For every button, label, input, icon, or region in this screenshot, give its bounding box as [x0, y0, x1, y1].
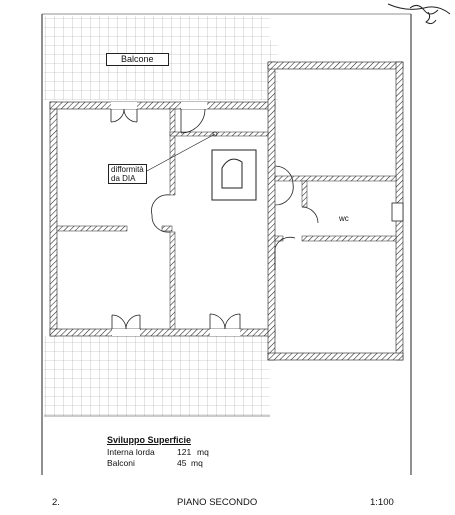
- surface-row-value: 121: [177, 447, 192, 457]
- balcony-label: Balcone: [106, 53, 169, 66]
- surface-row-name: Balconi: [107, 458, 135, 468]
- difformity-label: difformità da DIA: [108, 164, 147, 184]
- exterior-walls: [49, 61, 404, 361]
- signature-scribble: [387, 3, 451, 25]
- interior-walls: [56, 108, 397, 330]
- difformity-label-line2: da DIA: [111, 174, 136, 183]
- sheet-title: PIANO SECONDO: [177, 497, 258, 508]
- sheet-number: 2.: [52, 497, 60, 508]
- surface-row-unit: mq: [191, 458, 203, 468]
- sheet-scale: 1:100: [370, 497, 394, 508]
- balcony-bottom-area: [44, 336, 270, 416]
- surface-row-unit: mq: [197, 447, 209, 457]
- surface-row-name: Interna lorda: [107, 447, 155, 457]
- difformity-label-line1: difformità: [111, 165, 144, 174]
- surface-row-value: 45: [177, 458, 187, 468]
- surface-title: Sviluppo Superficie: [107, 435, 192, 445]
- doors: [110, 102, 404, 336]
- annotation-leader: [144, 133, 216, 173]
- wc-label: wc: [339, 214, 349, 223]
